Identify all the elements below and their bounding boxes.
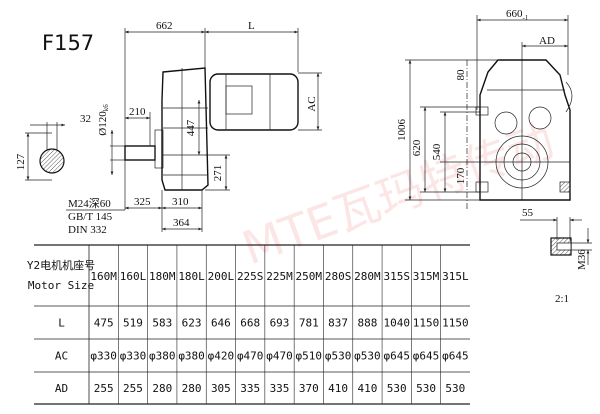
motor-size-cell: 180L <box>178 270 205 283</box>
svg-text:660-1: 660-1 <box>506 8 529 22</box>
table-cell: φ330 <box>90 350 117 363</box>
front-view: 660-1 AD 1006 620 540 80 170 <box>396 8 573 210</box>
dim-AC: AC <box>306 96 318 111</box>
dim-shaft-diameter: Ø120 <box>97 111 109 136</box>
dim-620: 620 <box>411 139 423 156</box>
dim-310: 310 <box>172 196 189 208</box>
dim-M36: M36 <box>576 249 588 270</box>
motor-size-cell: 200L <box>208 270 235 283</box>
dim-32: 32 <box>80 113 91 125</box>
dim-271: 271 <box>212 165 224 182</box>
svg-text:Ø120k6: Ø120k6 <box>97 104 110 136</box>
table-cell: 530 <box>445 382 465 395</box>
table-cell: 668 <box>240 317 260 330</box>
table-cell: 623 <box>182 317 202 330</box>
table-cell: 646 <box>211 317 231 330</box>
table-cell: φ380 <box>149 350 176 363</box>
table-cell: 693 <box>270 317 290 330</box>
table-cell: 305 <box>211 382 231 395</box>
dim-L: L <box>248 20 255 32</box>
table-cell: φ470 <box>237 350 264 363</box>
shaft-section <box>39 148 65 174</box>
note-center-hole: M24深60 <box>68 197 111 210</box>
table-cell: 410 <box>328 382 348 395</box>
table-cell: 1150 <box>413 317 440 330</box>
motor-size-cell: 280M <box>354 270 381 283</box>
dim-shaft-tolerance: k6 <box>102 104 110 112</box>
motor-size-cell: 225M <box>266 270 293 283</box>
dim-662: 662 <box>156 20 173 32</box>
motor-size-cell: 225S <box>237 270 264 283</box>
row-label: AD <box>55 382 68 395</box>
note-din-standard: DIN 332 <box>68 224 107 236</box>
output-shaft <box>124 145 156 161</box>
row-label: L <box>58 317 65 330</box>
dim-55: 55 <box>522 207 534 219</box>
dim-660: 660 <box>506 8 523 20</box>
table-cell: 255 <box>94 382 114 395</box>
table-cell: 519 <box>123 317 143 330</box>
detail-scale: 2:1 <box>555 293 569 305</box>
table-cell: 410 <box>357 382 377 395</box>
table-cell: 335 <box>270 382 290 395</box>
motor-size-cell: 160M <box>90 270 117 283</box>
table-cell: φ510 <box>296 350 323 363</box>
table-cell: 1150 <box>442 317 469 330</box>
table-cell: 837 <box>328 317 348 330</box>
table-header-en: Motor Size <box>28 279 94 292</box>
table-cell: 583 <box>152 317 172 330</box>
side-view: 662 L AC Ø120k6 210 447 <box>15 20 322 236</box>
dim-364: 364 <box>173 217 190 229</box>
motor-size-cell: 280S <box>325 270 352 283</box>
motor-size-cell: 180M <box>149 270 176 283</box>
table-cell: φ645 <box>442 350 469 363</box>
table-cell: 530 <box>416 382 436 395</box>
gearbox-housing <box>161 67 209 191</box>
dim-1006: 1006 <box>396 119 408 142</box>
table-cell: φ645 <box>413 350 440 363</box>
table-cell: 781 <box>299 317 319 330</box>
table-cell: 280 <box>152 382 172 395</box>
table-cell: 370 <box>299 382 319 395</box>
table-cell: 255 <box>123 382 143 395</box>
table-cell: φ330 <box>120 350 147 363</box>
table-cell: 280 <box>182 382 202 395</box>
row-label: AC <box>55 350 68 363</box>
dim-660-tolerance: -1 <box>523 14 529 22</box>
table-cell: 530 <box>387 382 407 395</box>
table-cell: 1040 <box>383 317 410 330</box>
dim-127: 127 <box>15 153 27 170</box>
table-cell: 335 <box>240 382 260 395</box>
dim-540: 540 <box>431 143 443 160</box>
dim-447: 447 <box>185 119 197 136</box>
dim-AD: AD <box>539 35 555 47</box>
motor <box>209 73 299 131</box>
model-title: F157 <box>42 31 94 55</box>
motor-size-cell: 315M <box>413 270 440 283</box>
dim-210: 210 <box>129 106 146 118</box>
table-cell: φ530 <box>354 350 381 363</box>
motor-size-cell: 250M <box>296 270 323 283</box>
thread-detail: 55 M36 2:1 <box>520 207 592 305</box>
table-cell: 888 <box>357 317 377 330</box>
table-header-cn: Y2电机机座号 <box>27 258 95 272</box>
motor-size-cell: 315L <box>442 270 469 283</box>
note-gb-standard: GB/T 145 <box>68 211 113 223</box>
table-cell: φ645 <box>383 350 410 363</box>
table-cell: φ420 <box>208 350 235 363</box>
motor-size-cell: 160L <box>120 270 147 283</box>
table-cell: φ530 <box>325 350 352 363</box>
motor-size-cell: 315S <box>383 270 410 283</box>
dim-325: 325 <box>134 196 151 208</box>
table-cell: φ380 <box>178 350 205 363</box>
dim-170: 170 <box>455 167 467 184</box>
table-cell: φ470 <box>266 350 293 363</box>
gearbox-front-housing <box>479 59 571 201</box>
table-cell: 475 <box>94 317 114 330</box>
dim-80: 80 <box>455 69 467 81</box>
